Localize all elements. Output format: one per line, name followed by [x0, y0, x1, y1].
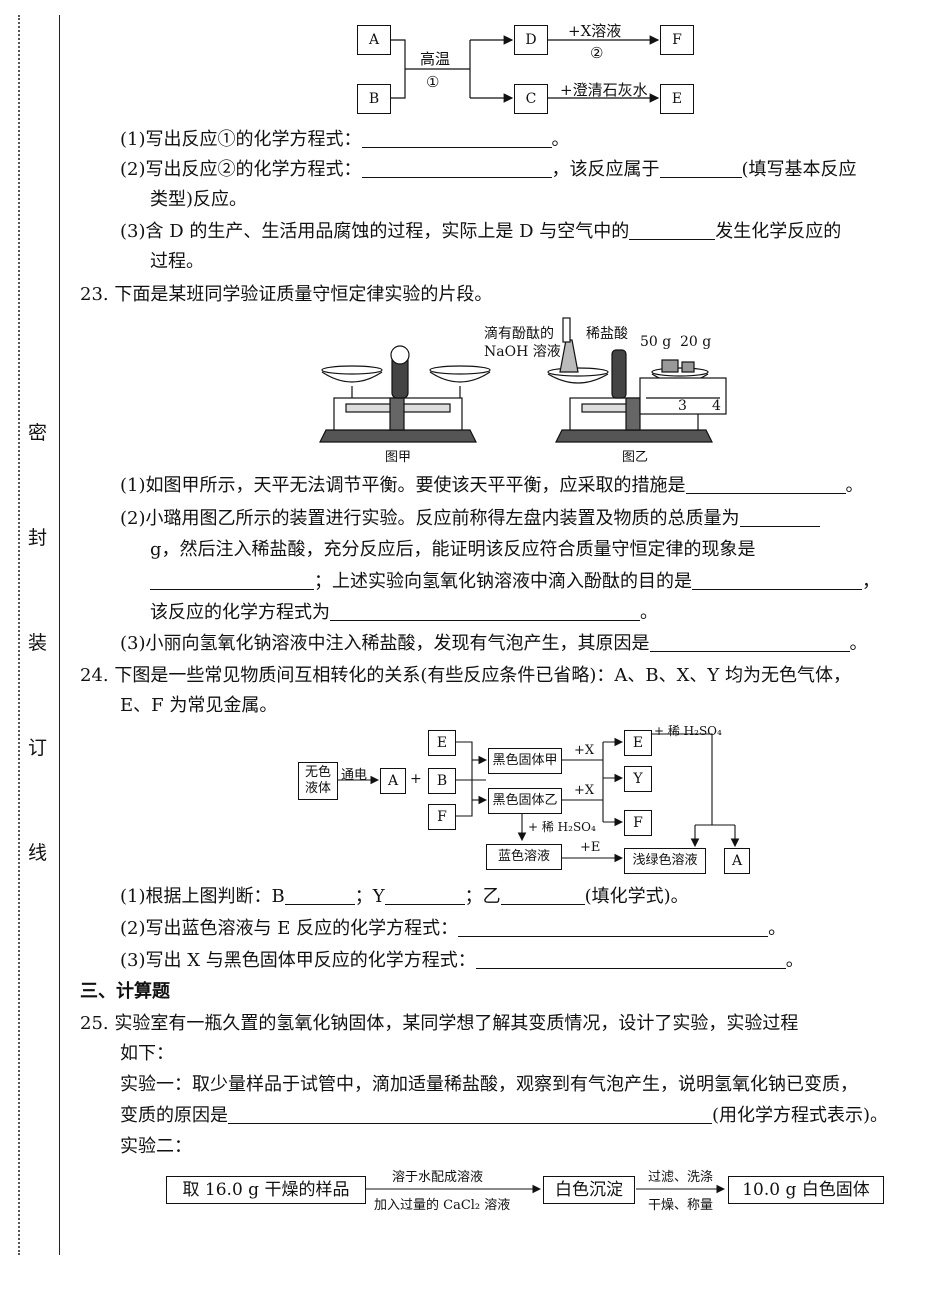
q24-box-y: Y [624, 766, 652, 792]
q22-part1: (1)写出反应①的化学方程式：。 [120, 129, 570, 150]
q23-label-naoh: NaOH 溶液 [484, 344, 561, 360]
q24-box-f2: F [624, 810, 652, 836]
q25-exp2-label: 实验二： [120, 1136, 192, 1157]
q24-plus: + [410, 771, 422, 787]
q24-label-h2so4-top: + 稀 H₂SO₄ [654, 724, 722, 738]
q23-caption-jia: 图甲 [385, 450, 412, 465]
q24-box-blue-solution: 蓝色溶液 [486, 844, 562, 870]
binding-char-zhuang: 装 [28, 632, 48, 654]
q23-caption-yi: 图乙 [622, 450, 649, 465]
q23-weight-20g: 20 g [680, 334, 712, 350]
q22-part3: (3)含 D 的生产、生活用品腐蚀的过程，实际上是 D 与空气中的发生化学反应的 [120, 221, 842, 242]
q24-box-f: F [428, 804, 456, 830]
q24-part1: (1)根据上图判断：B；Y；乙(填化学式)。 [120, 886, 689, 907]
q25-arrow1-top: 溶于水配成溶液 [392, 1170, 484, 1185]
balance-yi [547, 317, 727, 443]
binding-solid-line [59, 15, 60, 1255]
q24-box-black-jia: 黑色固体甲 [488, 748, 562, 774]
q25-box-sample: 取 16.0 g 干燥的样品 [166, 1176, 366, 1204]
q23-scale-3: 3 [678, 398, 687, 414]
q23-part2-line4: 该反应的化学方程式为。 [150, 602, 658, 623]
d1-num-2: ② [590, 44, 604, 62]
q24-box-b: B [428, 768, 456, 794]
binding-char-feng: 封 [28, 527, 48, 549]
q25-exp1: 实验一：取少量样品于试管中，滴加适量稀盐酸，观察到有气泡产生，说明氢氧化钠已变质… [120, 1074, 858, 1095]
q24-box-green-solution: 浅绿色溶液 [624, 848, 706, 874]
q25-arrow2-top: 过滤、洗涤 [648, 1170, 714, 1185]
q25-arrow1-bottom: 加入过量的 CaCl₂ 溶液 [374, 1198, 511, 1213]
q23-part3: (3)小丽向氢氧化钠溶液中注入稀盐酸，发现有气泡产生，其原因是。 [120, 633, 868, 654]
q23-label-hcl: 稀盐酸 [586, 326, 628, 342]
d1-cond-high-temp: 高温 [420, 50, 451, 68]
q24-part3: (3)写出 X 与黑色固体甲反应的化学方程式：。 [120, 950, 804, 971]
q22-part3-cont: 过程。 [150, 251, 204, 272]
d1-num-1: ① [426, 73, 440, 91]
d1-arrow-limewater: +澄清石灰水 [560, 81, 648, 99]
q25-box-precipitate: 白色沉淀 [543, 1176, 635, 1204]
q25-arrow2-bottom: 干燥、称量 [648, 1198, 714, 1213]
q23-scale-4: 4 [712, 398, 721, 414]
d1-box-a: A [357, 25, 391, 55]
q23-part2-line3: ；上述实验向氢氧化钠溶液中滴入酚酞的目的是， [150, 570, 880, 594]
d1-box-b: B [357, 84, 391, 114]
q23-weight-50g: 50 g [640, 334, 672, 350]
section-3-heading: 三、计算题 [80, 981, 170, 1002]
q25-box-white-solid: 10.0 g 白色固体 [728, 1176, 884, 1204]
binding-dotted-line [18, 15, 20, 1255]
q23-title: 23. 下面是某班同学验证质量守恒定律实验的片段。 [80, 284, 493, 305]
q24-box-a2: A [724, 848, 750, 874]
q24-box-e: E [428, 730, 456, 756]
q25-title: 25. 实验室有一瓶久置的氢氧化钠固体，某同学想了解其变质情况，设计了实验，实验… [80, 1013, 799, 1034]
q25-exp1-line2: 变质的原因是(用化学方程式表示)。 [120, 1105, 889, 1126]
binding-char-ding: 订 [28, 737, 48, 759]
q25-title-line2: 如下： [120, 1043, 174, 1064]
q24-label-x1: +X [574, 743, 595, 758]
q24-label-x2: +X [574, 783, 595, 798]
q22-part2-cont: 类型)反应。 [150, 189, 248, 210]
q23-part2: (2)小璐用图乙所示的装置进行实验。反应前称得左盘内装置及物质的总质量为 [120, 507, 820, 531]
q23-part2-line2: g，然后注入稀盐酸，充分反应后，能证明该反应符合质量守恒定律的现象是 [150, 539, 756, 560]
q24-box-a: A [380, 768, 406, 794]
binding-char-xian: 线 [28, 842, 48, 864]
d1-box-c: C [514, 84, 548, 114]
q23-part1: (1)如图甲所示，天平无法调节平衡。要使该天平平衡，应采取的措施是。 [120, 475, 864, 496]
q22-part2: (2)写出反应②的化学方程式：，该反应属于(填写基本反应 [120, 159, 857, 180]
q24-box-liquid: 无色液体 [298, 762, 338, 800]
q23-label-indicator: 滴有酚酞的 [484, 326, 554, 342]
q24-part2: (2)写出蓝色溶液与 E 反应的化学方程式：。 [120, 918, 787, 939]
q24-box-black-yi: 黑色固体乙 [488, 788, 562, 814]
d1-box-d: D [514, 25, 548, 55]
q24-title: 24. 下图是一些常见物质间互相转化的关系(有些反应条件已省略)：A、B、X、Y… [80, 665, 852, 686]
binding-char-mi: 密 [28, 422, 48, 444]
balance-jia [319, 345, 491, 443]
q24-title-line2: E、F 为常见金属。 [120, 695, 278, 716]
q24-label-plus-e: +E [580, 840, 601, 855]
q24-label-h2so4-mid: + 稀 H₂SO₄ [528, 820, 596, 834]
d1-box-e: E [660, 84, 694, 114]
d1-arrow-x-solution: +X溶液 [568, 22, 622, 40]
q24-box-e2: E [624, 730, 652, 756]
q24-label-elec: 通电 [341, 768, 368, 783]
d1-box-f: F [660, 25, 694, 55]
